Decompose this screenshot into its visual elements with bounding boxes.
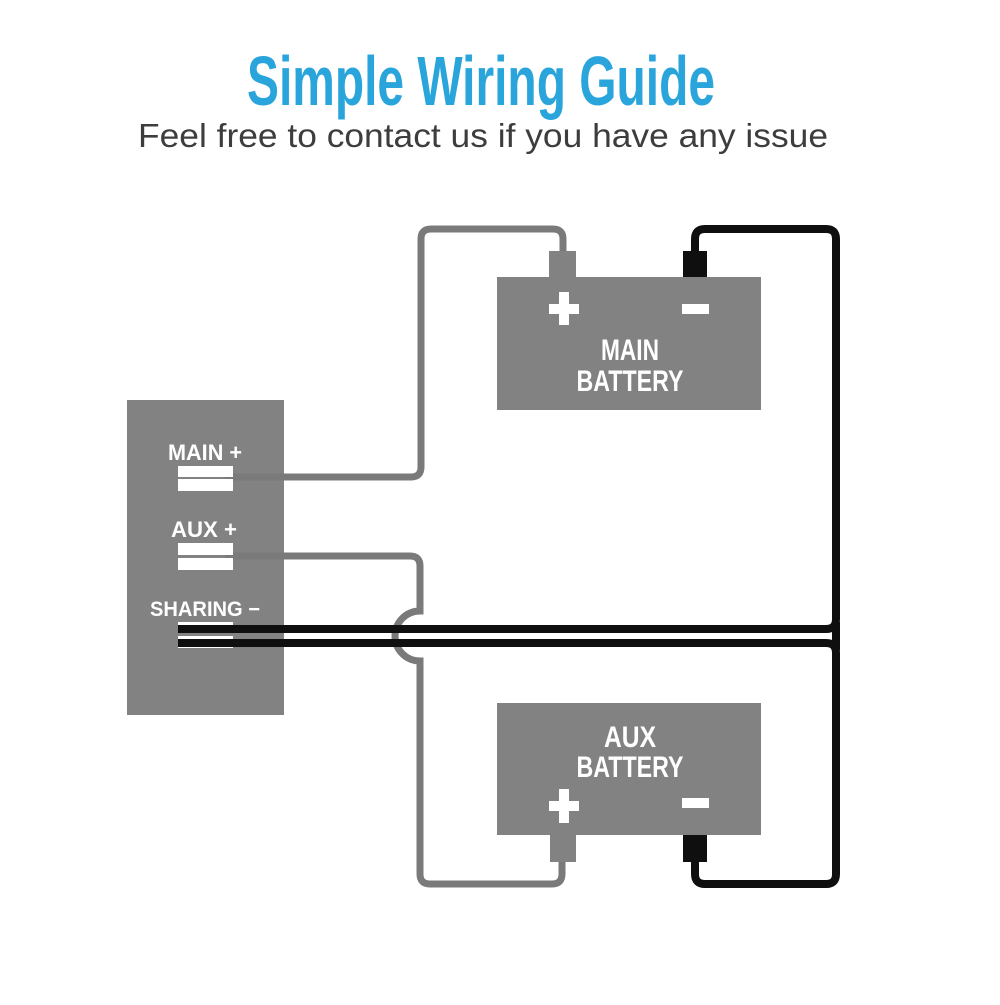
plus-icon (549, 292, 579, 325)
aux-battery: AUX BATTERY (497, 703, 761, 862)
battery-post-main-positive (549, 251, 576, 278)
page-subtitle: Feel free to contact us if you have any … (138, 117, 828, 154)
terminal-bar (178, 466, 233, 477)
main-battery: MAIN BATTERY (497, 251, 761, 410)
aux-battery-box (497, 703, 761, 835)
page-title: Simple Wiring Guide (247, 42, 715, 120)
plus-icon (549, 789, 579, 823)
main-battery-box (497, 277, 761, 410)
aux-battery-label-line1: AUX (604, 721, 656, 754)
terminal-bar (178, 543, 233, 555)
positive-wires (225, 225, 567, 888)
isolator-terminal-label-aux: AUX + (171, 517, 237, 542)
terminal-bar (178, 558, 233, 570)
isolator-terminal-label-sharing: SHARING − (150, 598, 260, 621)
wire-main-positive (225, 225, 567, 481)
minus-icon (682, 304, 709, 314)
minus-icon (682, 798, 709, 808)
terminal-bar (178, 479, 233, 491)
main-battery-label-line1: MAIN (601, 334, 659, 367)
battery-post-aux-negative (683, 835, 707, 862)
negative-wires (178, 225, 840, 888)
battery-post-main-negative (683, 251, 707, 278)
main-battery-label-line2: BATTERY (577, 365, 684, 398)
battery-post-aux-positive (550, 835, 576, 862)
aux-battery-label-line2: BATTERY (577, 751, 684, 784)
wire-aux-positive (225, 552, 566, 888)
isolator-terminal-label-main: MAIN + (168, 440, 242, 465)
